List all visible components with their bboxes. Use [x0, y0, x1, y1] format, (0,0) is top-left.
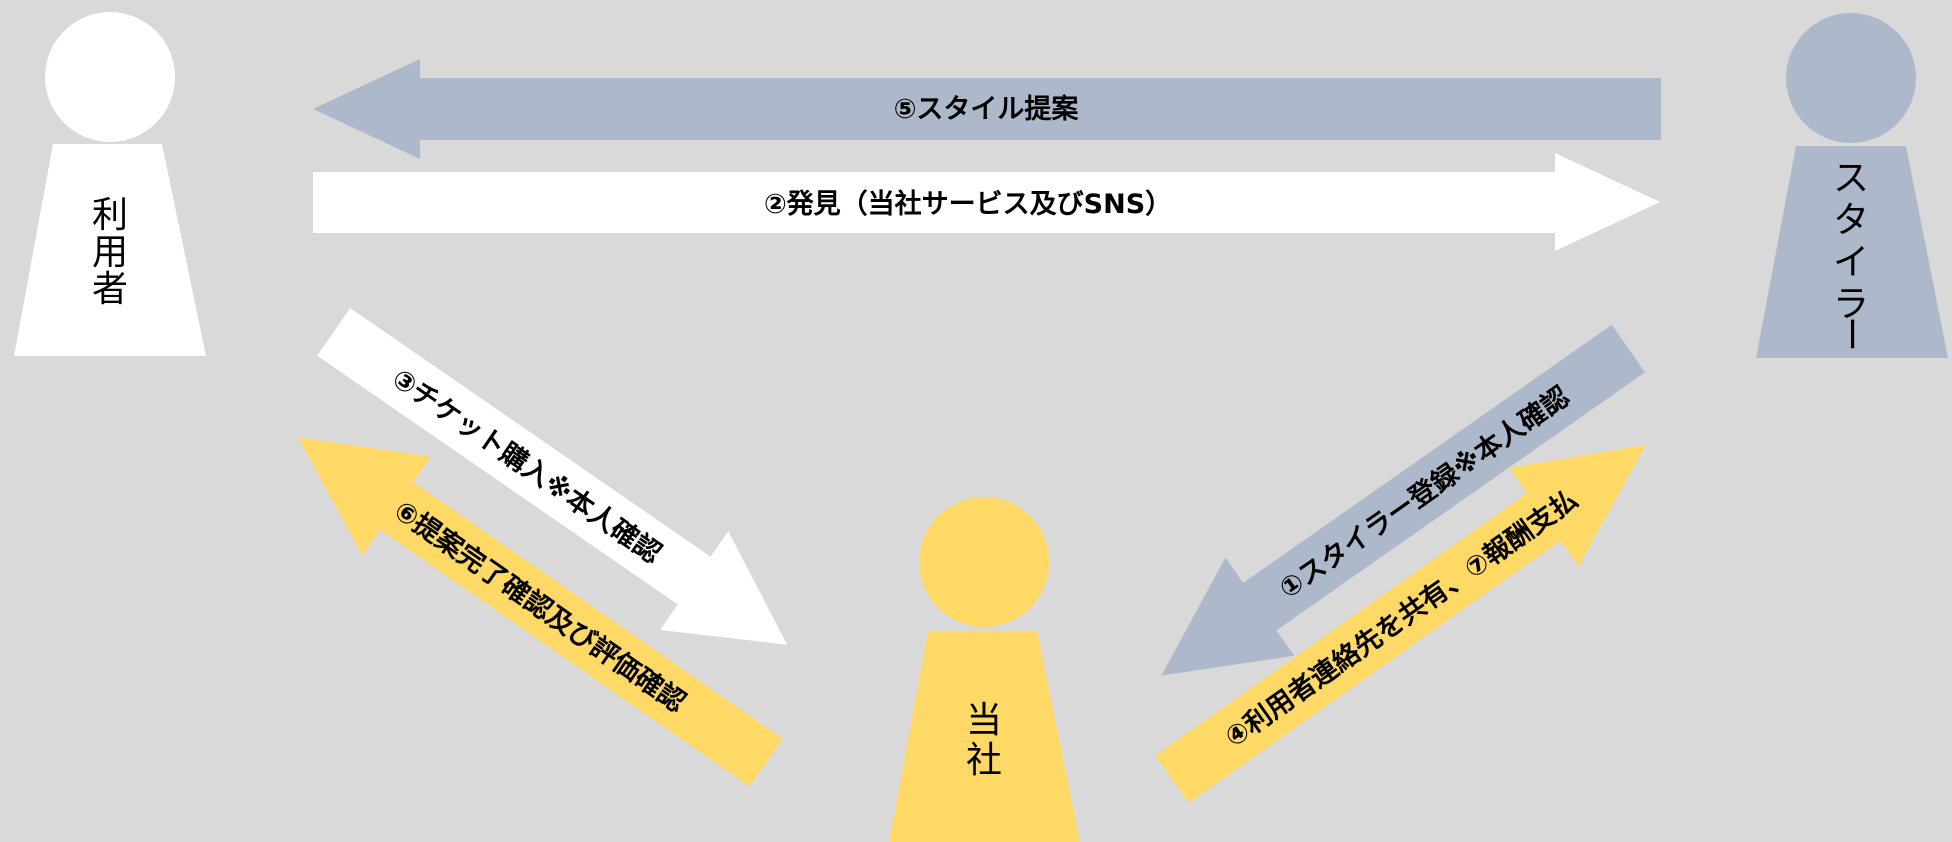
arrow-style-proposal: ⑤スタイル提案: [313, 59, 1661, 159]
stylist-head: [1786, 13, 1916, 143]
user-head: [45, 12, 175, 142]
arrow-discovery: ②発見（当社サービス及びSNS）: [313, 153, 1660, 251]
user-label-char-1: 利: [92, 195, 128, 236]
stylist-label-char-1: ス: [1833, 158, 1869, 199]
arrow-ticket-purchase-shape: [317, 307, 788, 645]
stylist-label-char-4: ラ: [1833, 284, 1869, 325]
user-body: [14, 144, 206, 356]
company-label-char-1: 当: [966, 700, 1002, 741]
actor-stylist: ス タ イ ラ ー: [1756, 13, 1948, 358]
stylist-label-char-5: ー: [1830, 316, 1871, 352]
arrow-completion-review-shape: [297, 437, 783, 787]
arrow-discovery-label: ②発見（当社サービス及びSNS）: [764, 188, 1172, 220]
stylist-body: [1756, 146, 1948, 358]
company-head: [919, 497, 1049, 627]
arrow-stylist-registration-shape: [1161, 324, 1646, 676]
actor-user: 利 用 者: [14, 12, 206, 356]
arrow-share-contact-payment-shape: [1155, 444, 1646, 803]
stylist-label-char-2: タ: [1833, 200, 1869, 241]
arrow-style-proposal-label: ⑤スタイル提案: [894, 93, 1080, 125]
stylist-label-char-3: イ: [1833, 242, 1869, 283]
arrow-discovery-shape: [313, 153, 1660, 251]
company-body: [889, 631, 1080, 842]
user-label-char-2: 用: [92, 232, 128, 273]
user-label-char-3: 者: [92, 269, 128, 310]
company-label-char-2: 社: [966, 740, 1002, 781]
arrow-style-proposal-shape: [313, 59, 1661, 159]
actor-company: 当 社: [889, 497, 1080, 842]
